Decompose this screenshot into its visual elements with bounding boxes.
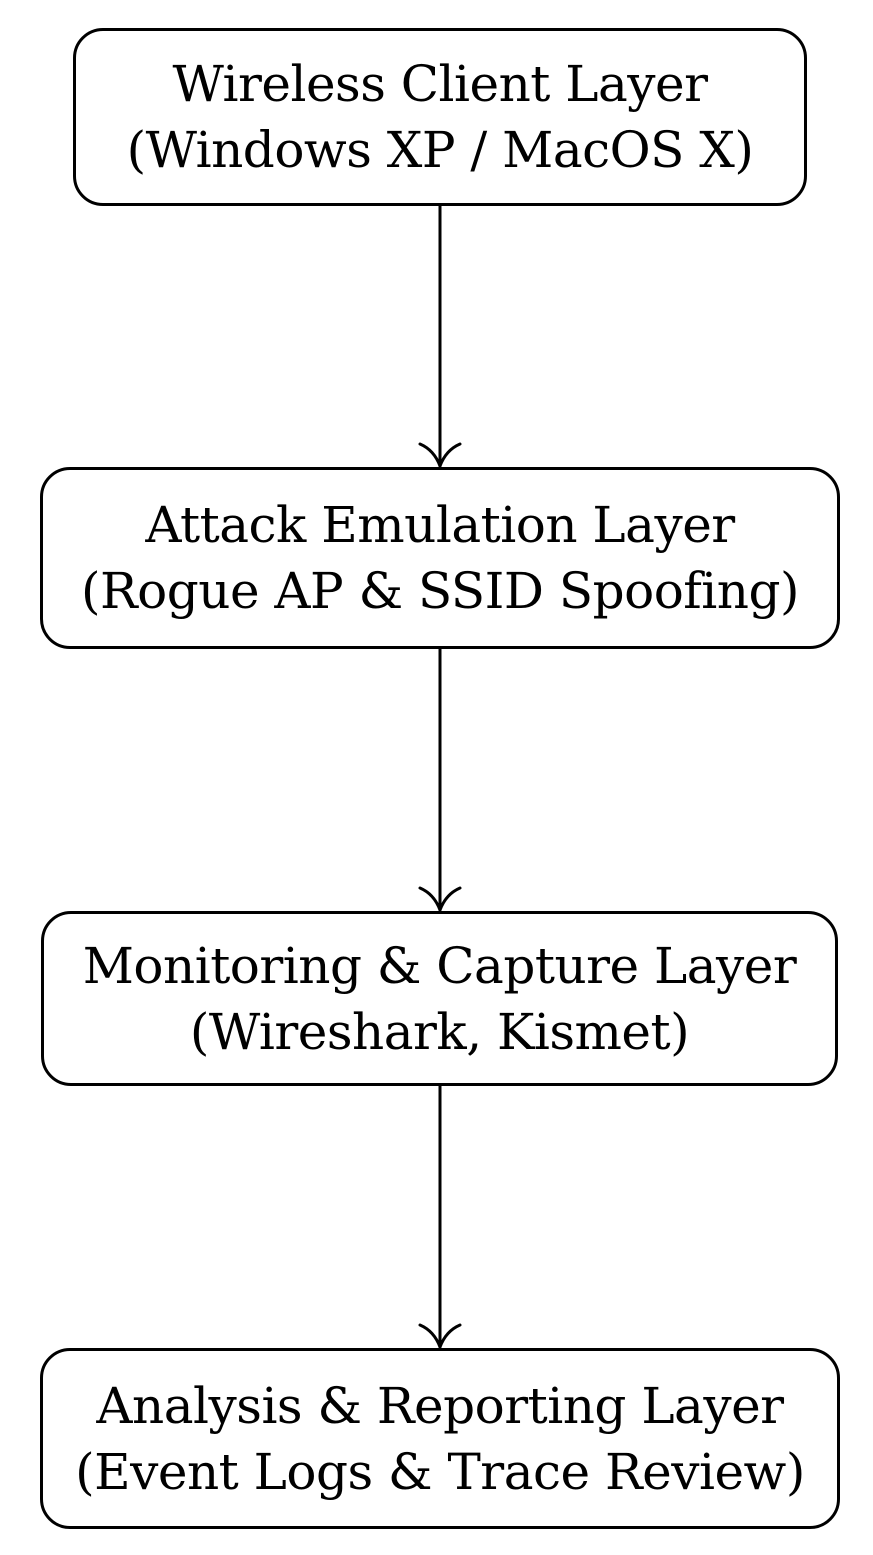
- attack-emulation-layer-title: Attack Emulation Layer: [145, 496, 735, 554]
- arrow-monitoring-to-analysis: [418, 1084, 462, 1349]
- wireless-client-layer-title: Wireless Client Layer: [172, 55, 708, 113]
- analysis-reporting-layer-box: Analysis & Reporting Layer (Event Logs &…: [40, 1348, 840, 1529]
- arrow-client-to-attack: [418, 204, 462, 468]
- wireless-client-layer-box: Wireless Client Layer (Windows XP / MacO…: [73, 28, 807, 206]
- arrow-attack-to-monitoring: [418, 647, 462, 912]
- attack-emulation-layer-subtitle: (Rogue AP & SSID Spoofing): [80, 562, 800, 620]
- monitoring-capture-layer-title: Monitoring & Capture Layer: [82, 936, 797, 995]
- attack-emulation-layer-box: Attack Emulation Layer (Rogue AP & SSID …: [40, 467, 840, 649]
- wireless-client-layer-subtitle: (Windows XP / MacOS X): [126, 121, 754, 179]
- analysis-reporting-layer-subtitle: (Event Logs & Trace Review): [75, 1442, 805, 1501]
- monitoring-capture-layer-box: Monitoring & Capture Layer (Wireshark, K…: [41, 911, 838, 1086]
- monitoring-capture-layer-subtitle: (Wireshark, Kismet): [189, 1002, 690, 1061]
- analysis-reporting-layer-title: Analysis & Reporting Layer: [96, 1376, 784, 1435]
